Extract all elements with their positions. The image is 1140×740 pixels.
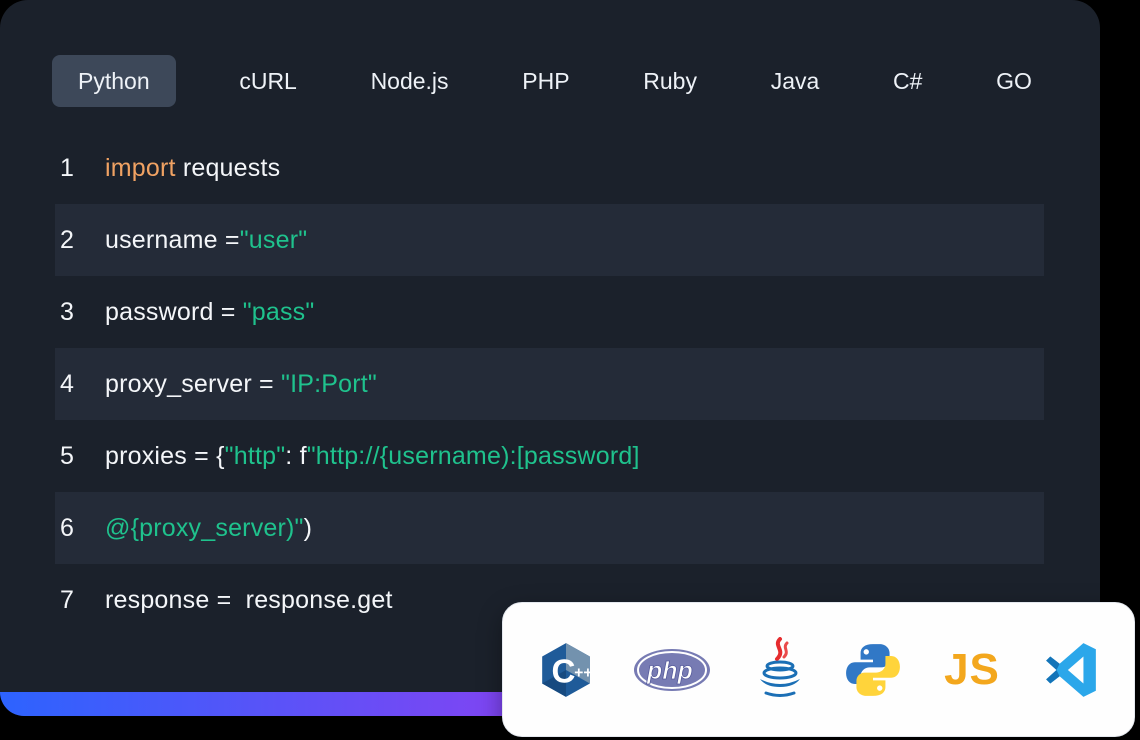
code-line: 7 response = response.get bbox=[55, 564, 1044, 636]
svg-text:++: ++ bbox=[574, 664, 592, 681]
code-editor-card: Python cURL Node.js PHP Ruby Java C# GO 1 import… bbox=[0, 0, 1100, 716]
tab-go[interactable]: GO bbox=[996, 68, 1032, 94]
code-token: proxy_server = bbox=[105, 369, 281, 398]
code-line-text: proxy_server = "IP:Port" bbox=[105, 370, 377, 399]
svg-text:C: C bbox=[552, 653, 576, 690]
tab-php[interactable]: PHP bbox=[522, 68, 570, 94]
code-line: 5 proxies = {"http": f"http://{username):… bbox=[55, 420, 1044, 492]
code-token: requests bbox=[175, 153, 281, 182]
code-token: username = bbox=[105, 225, 240, 254]
python-icon bbox=[844, 641, 902, 699]
java-icon bbox=[749, 636, 807, 699]
tab-curl[interactable]: cURL bbox=[239, 68, 297, 94]
line-number: 7 bbox=[60, 585, 74, 614]
code-line-text: password = "pass" bbox=[105, 298, 314, 327]
vscode-icon bbox=[1042, 641, 1100, 699]
code-line-text: username ="user" bbox=[105, 226, 307, 255]
code-line-text: @{proxy_server)") bbox=[105, 514, 312, 543]
line-number: 4 bbox=[60, 369, 74, 398]
line-number: 1 bbox=[60, 153, 74, 182]
tab-java[interactable]: Java bbox=[770, 68, 820, 94]
code-line-text: import requests bbox=[105, 154, 280, 183]
language-logos-card: C ++ php JS bbox=[502, 602, 1135, 737]
js-icon: JS bbox=[939, 641, 1005, 699]
code-token: : f bbox=[285, 441, 307, 470]
tab-ruby[interactable]: Ruby bbox=[643, 68, 697, 94]
code-token: "http://{username):[password] bbox=[306, 441, 640, 470]
line-number: 2 bbox=[60, 225, 74, 254]
code-line: 1 import requests bbox=[55, 132, 1044, 204]
tab-c[interactable]: C# bbox=[893, 68, 923, 94]
code-line: 2 username ="user" bbox=[55, 204, 1044, 276]
line-number: 3 bbox=[60, 297, 74, 326]
code-area: 1 import requests 2 username ="user" 3 passwo… bbox=[55, 132, 1044, 636]
code-token: response = response.get bbox=[105, 585, 393, 614]
code-line: 6 @{proxy_server)") bbox=[55, 492, 1044, 564]
svg-text:php: php bbox=[646, 657, 693, 685]
code-line: 4 proxy_server = "IP:Port" bbox=[55, 348, 1044, 420]
code-line: 3 password = "pass" bbox=[55, 276, 1044, 348]
code-token: "pass" bbox=[242, 297, 315, 326]
js-label: JS bbox=[944, 644, 1000, 694]
code-token: "IP:Port" bbox=[281, 369, 377, 398]
code-token: proxies = { bbox=[105, 441, 225, 470]
code-token: "http" bbox=[224, 441, 286, 470]
tab-nodejs[interactable]: Node.js bbox=[370, 68, 449, 94]
language-tabbar: Python cURL Node.js PHP Ruby Java C# GO bbox=[52, 55, 1042, 107]
code-token: @{proxy_server)" bbox=[105, 513, 304, 542]
cpp-icon: C ++ bbox=[537, 641, 595, 699]
line-number: 6 bbox=[60, 513, 74, 542]
code-token: "user" bbox=[239, 225, 308, 254]
code-token: password = bbox=[105, 297, 243, 326]
code-line-text: proxies = {"http": f"http://{username):[… bbox=[105, 442, 640, 471]
tab-python[interactable]: Python bbox=[52, 55, 176, 107]
code-token: import bbox=[105, 153, 176, 182]
code-token: ) bbox=[303, 513, 313, 542]
code-line-text: response = response.get bbox=[105, 586, 393, 615]
line-number: 5 bbox=[60, 441, 74, 470]
php-icon: php bbox=[632, 641, 712, 699]
